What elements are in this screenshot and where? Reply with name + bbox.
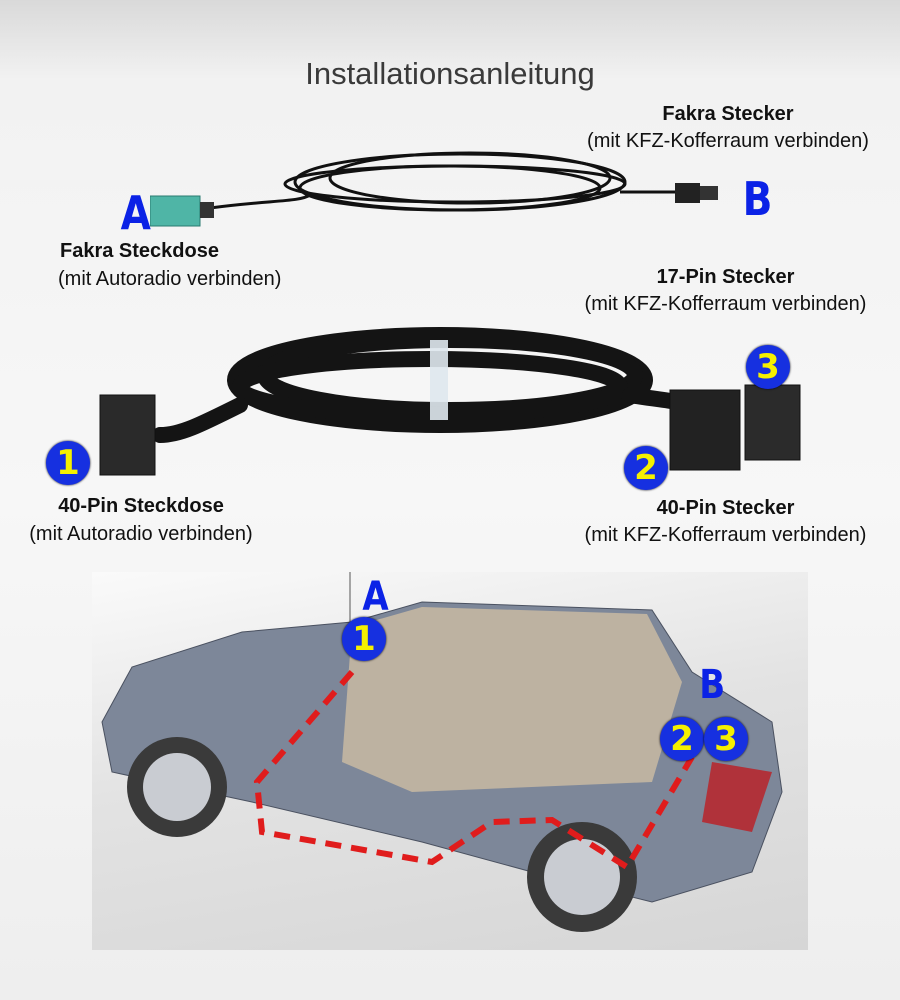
car-marker-1: 1 xyxy=(342,617,386,661)
fakra-stecker-sub: (mit KFZ-Kofferraum verbinden) xyxy=(587,130,869,152)
car-marker-3: 3 xyxy=(704,717,748,761)
fakra-steckdose-sub: (mit Autoradio verbinden) xyxy=(58,268,282,290)
fakra-stecker-label: Fakra Stecker xyxy=(662,103,794,125)
harness-cable-image xyxy=(99,327,801,476)
40pin-stecker-sub: (mit KFZ-Kofferraum verbinden) xyxy=(584,524,867,546)
fakra-plug-b-image xyxy=(630,183,718,203)
marker-3: 3 xyxy=(746,345,790,389)
marker-1: 1 xyxy=(46,441,90,485)
17pin-stecker-label: 17-Pin Stecker xyxy=(656,266,795,288)
40pin-steckdose-sub: (mit Autoradio verbinden) xyxy=(29,523,253,545)
40pin-steckdose-label: 40-Pin Steckdose xyxy=(58,495,224,517)
marker-a: A xyxy=(120,186,151,240)
car-marker-a: A xyxy=(362,574,389,620)
car-marker-2: 2 xyxy=(660,717,704,761)
17pin-stecker-sub: (mit KFZ-Kofferraum verbinden) xyxy=(584,293,867,315)
marker-b: B xyxy=(742,172,773,226)
fakra-steckdose-label: Fakra Steckdose xyxy=(60,240,219,262)
page-title: Installationsanleitung xyxy=(305,56,595,91)
car-marker-b: B xyxy=(699,662,726,708)
fakra-cable-image xyxy=(150,151,650,227)
marker-2: 2 xyxy=(624,446,668,490)
car-illustration xyxy=(101,572,783,932)
40pin-stecker-label: 40-Pin Stecker xyxy=(656,497,795,519)
car-installation-diagram: A 1 B 2 3 xyxy=(92,572,808,950)
